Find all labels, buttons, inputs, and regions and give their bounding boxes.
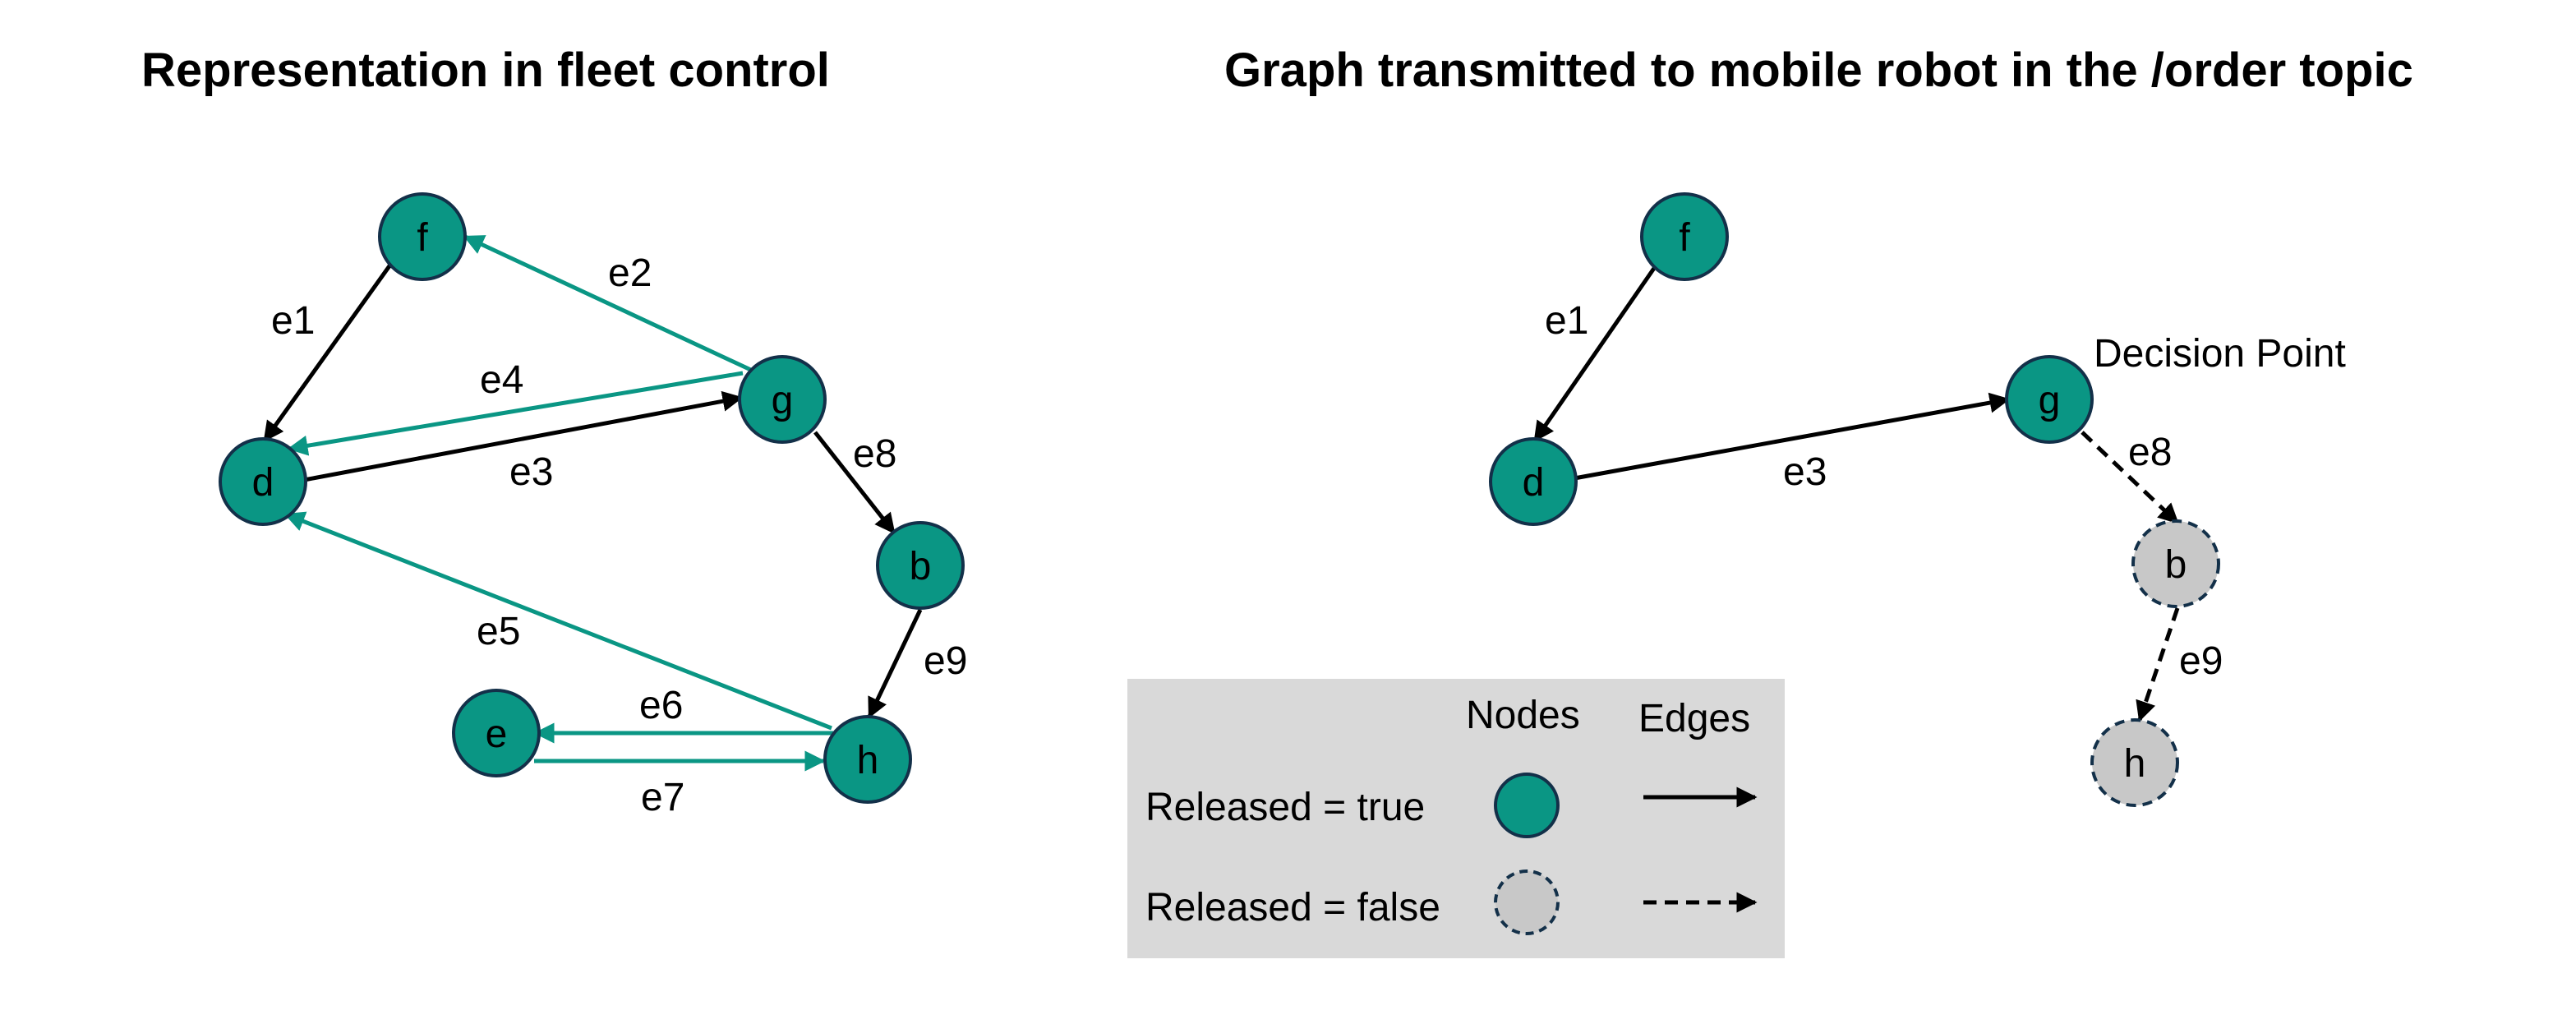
left-node-h <box>823 715 912 804</box>
right-node-b <box>2131 519 2220 608</box>
left-edge-label-e8: e8 <box>853 432 896 476</box>
left-edge-label-e5: e5 <box>477 610 520 653</box>
legend: Nodes Edges Released = true Released = f… <box>1127 679 1785 958</box>
left-edge-label-e2: e2 <box>608 251 652 295</box>
left-node-d <box>219 437 307 526</box>
right-edge-label-e9: e9 <box>2179 639 2223 683</box>
right-edge-e1 <box>1532 263 1659 443</box>
left-edge-e9 <box>867 608 923 719</box>
right-node-g <box>2005 355 2094 444</box>
legend-nodes-header: Nodes <box>1466 694 1580 737</box>
left-edge-e3 <box>303 390 744 482</box>
legend-edges-header: Edges <box>1638 697 1750 740</box>
right-edge-e3 <box>1574 392 2011 481</box>
left-node-label-e: e <box>486 713 508 756</box>
order-topic-graph: e1 e3 e8 e9 f d g b h <box>1489 192 2223 807</box>
left-edge-label-e6: e6 <box>639 684 683 727</box>
left-node-f <box>378 192 467 281</box>
left-node-label-f: f <box>417 216 428 260</box>
left-edge-label-e4: e4 <box>480 358 523 402</box>
right-edge-e8 <box>2081 431 2179 524</box>
right-node-h <box>2090 718 2179 807</box>
right-node-label-f: f <box>1679 216 1690 260</box>
left-panel-title: Representation in fleet control <box>141 44 830 97</box>
left-edge-label-e3: e3 <box>509 450 553 494</box>
right-edge-label-e8: e8 <box>2128 431 2172 474</box>
right-node-label-d: d <box>1523 461 1545 505</box>
fleet-control-graph: e1 e2 e3 e4 e5 e6 e7 e8 e9 f g d b e h <box>219 192 967 819</box>
right-node-label-g: g <box>2039 379 2061 422</box>
left-edge-label-e1: e1 <box>271 299 315 343</box>
left-edge-label-e9: e9 <box>924 639 967 683</box>
left-edge-e5 <box>283 511 832 731</box>
decision-point-annotation: Decision Point <box>2094 332 2346 376</box>
left-edge-e8 <box>813 431 896 534</box>
legend-released-false-label: Released = false <box>1145 886 1440 929</box>
left-node-label-h: h <box>857 739 879 782</box>
right-panel-title: Graph transmitted to mobile robot in the… <box>1224 44 2413 97</box>
right-edge-label-e3: e3 <box>1783 450 1827 494</box>
right-edge-label-e1: e1 <box>1545 299 1588 343</box>
legend-released-node-swatch <box>1494 773 1560 838</box>
left-edge-e1 <box>262 260 395 443</box>
left-edge-label-e7: e7 <box>641 776 684 819</box>
right-node-label-h: h <box>2124 742 2146 786</box>
right-node-f <box>1640 192 1729 281</box>
legend-released-true-label: Released = true <box>1145 786 1425 829</box>
right-node-label-b: b <box>2165 543 2187 587</box>
left-node-label-d: d <box>252 461 274 505</box>
left-node-g <box>738 355 827 444</box>
legend-unreleased-node-swatch <box>1494 869 1560 935</box>
legend-background <box>1127 679 1785 958</box>
left-edge-e2 <box>463 234 756 374</box>
left-node-label-g: g <box>772 379 794 422</box>
right-node-d <box>1489 437 1578 526</box>
left-node-e <box>452 689 541 777</box>
right-edge-e9 <box>2136 607 2180 722</box>
left-node-b <box>876 521 965 610</box>
left-edge-e4 <box>287 371 744 456</box>
left-node-label-b: b <box>910 545 932 588</box>
